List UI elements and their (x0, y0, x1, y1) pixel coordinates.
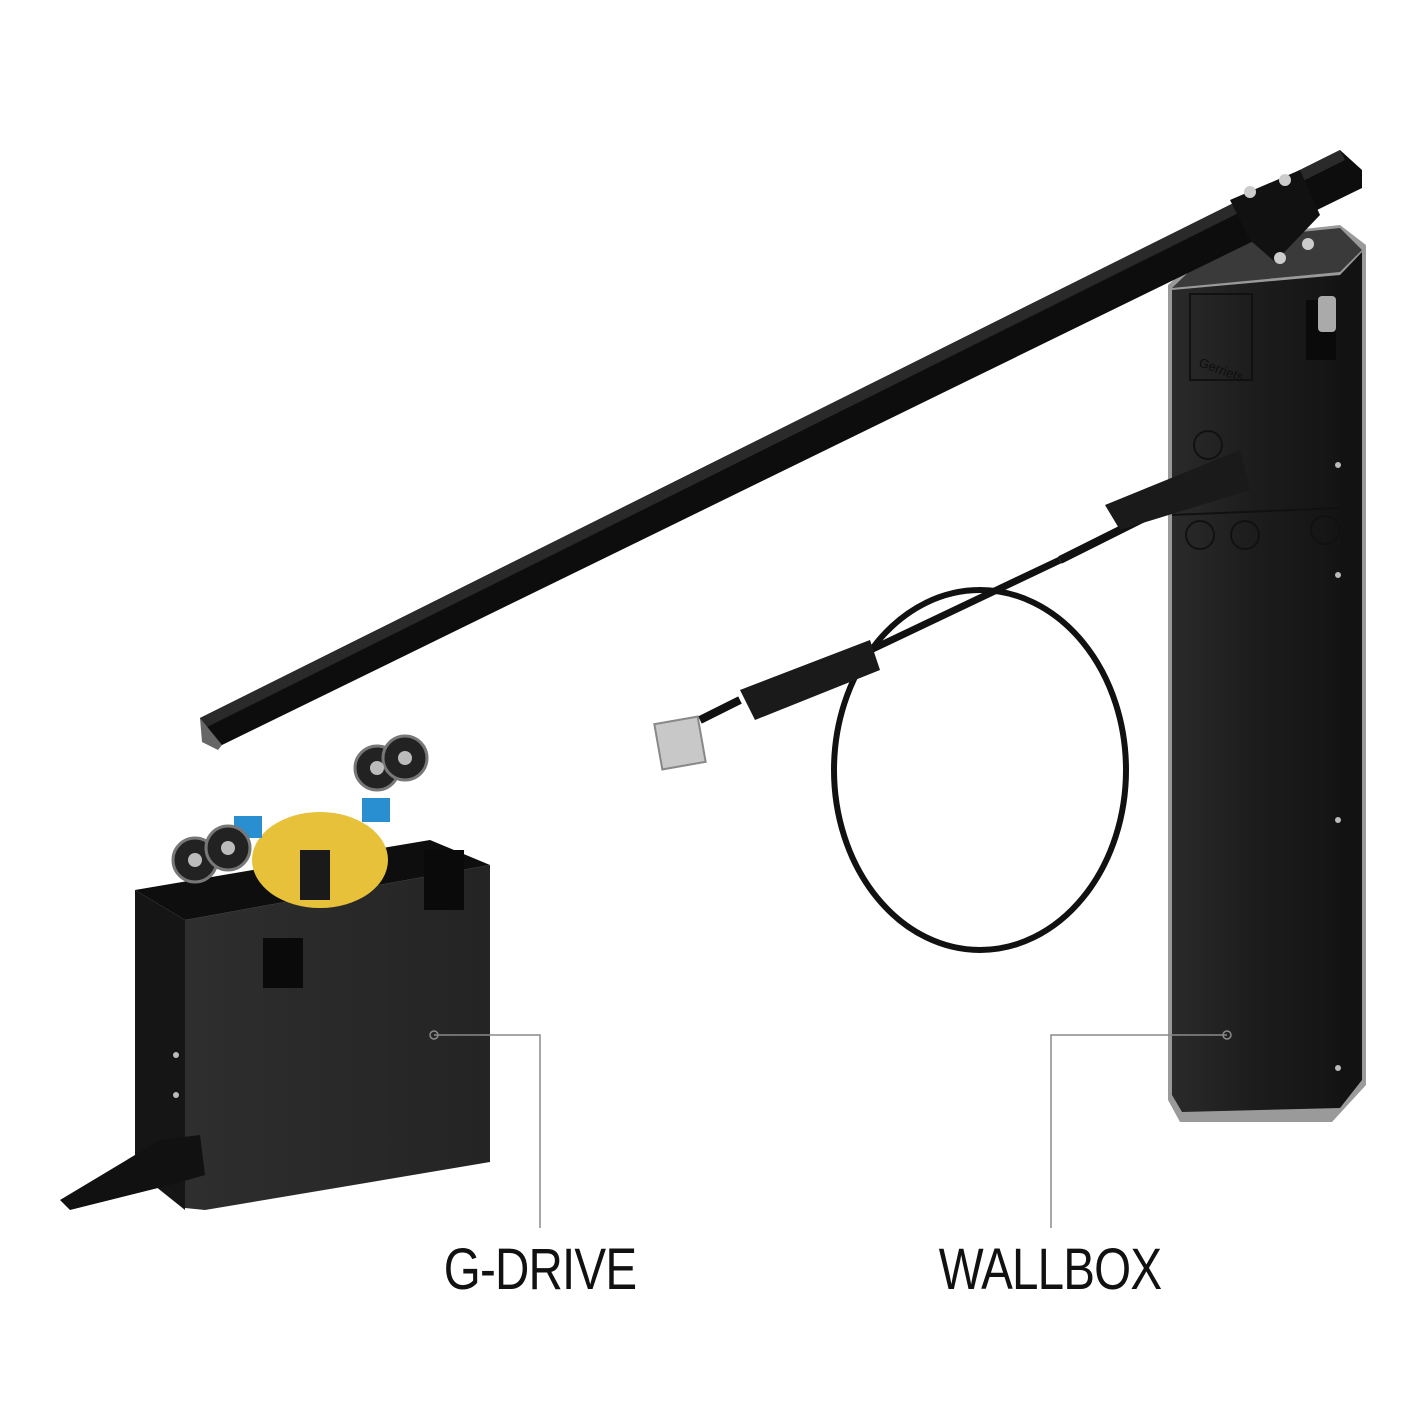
logo-plate (1189, 293, 1253, 381)
gdrive-leader-line (434, 1034, 541, 1228)
wallbox: Gerriets (1168, 225, 1366, 1122)
g-drive (60, 734, 490, 1210)
wallbox-leader-line (1050, 1034, 1227, 1228)
wallbox-leader-dot (1222, 1030, 1232, 1040)
terminal-block (362, 798, 390, 822)
leader-lines (434, 1034, 1227, 1228)
wallbox-label: WALLBOX (938, 1237, 1162, 1302)
gdrive-label: G-DRIVE (443, 1237, 637, 1302)
track-rail (200, 150, 1362, 750)
connector-plug (653, 715, 707, 771)
cable (653, 450, 1250, 953)
gdrive-leader-dot (429, 1030, 439, 1040)
